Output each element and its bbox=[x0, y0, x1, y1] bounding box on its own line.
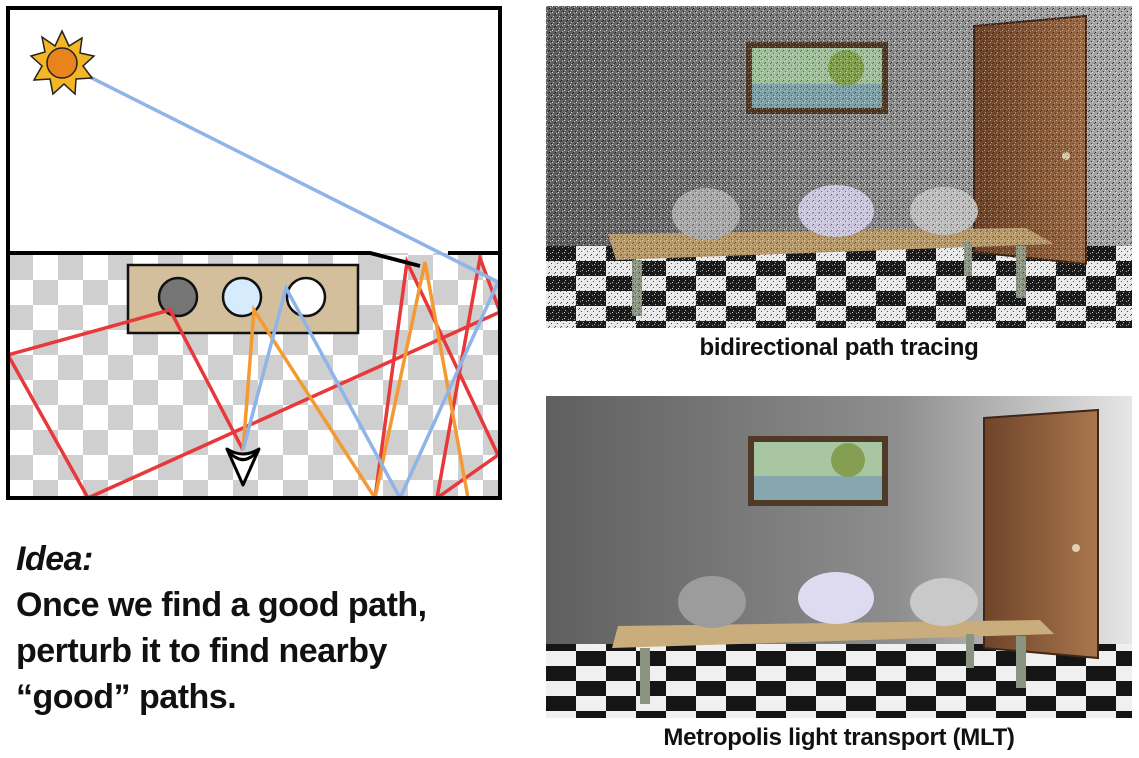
red-light-path bbox=[8, 251, 500, 498]
caption-bidirectional: bidirectional path tracing bbox=[699, 334, 979, 361]
noisy-room-render-image bbox=[546, 6, 1132, 328]
idea-line-2: perturb it to find nearby bbox=[16, 632, 387, 670]
render-bidirectional-path-tracing bbox=[546, 6, 1132, 328]
render-metropolis-light-transport bbox=[546, 396, 1132, 718]
idea-title: Idea: bbox=[16, 540, 93, 578]
sphere-light-blue bbox=[221, 276, 263, 318]
idea-line-3: “good” paths. bbox=[16, 678, 237, 716]
eye-camera-icon bbox=[225, 447, 261, 487]
partition-wall bbox=[8, 251, 421, 268]
sphere-dark bbox=[157, 276, 199, 318]
orange-light-path bbox=[241, 261, 470, 498]
sun-light-source-icon bbox=[29, 29, 96, 96]
smooth-room-render-image bbox=[546, 396, 1132, 718]
light-path-diagram bbox=[6, 6, 502, 500]
blue-light-path bbox=[59, 60, 500, 498]
caption-mlt: Metropolis light transport (MLT) bbox=[663, 724, 1015, 751]
idea-text-block: Idea: Once we find a good path, perturb … bbox=[16, 536, 536, 720]
idea-line-1: Once we find a good path, bbox=[16, 586, 427, 624]
